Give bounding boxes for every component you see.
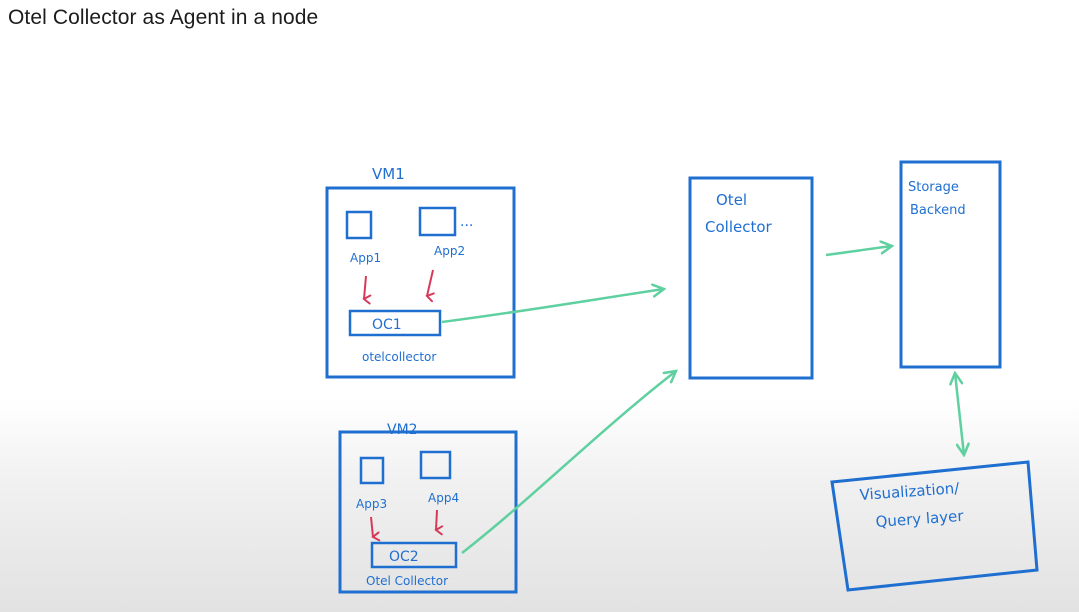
storage-to-visualization-arrow (955, 373, 964, 455)
app3-label: App3 (356, 497, 387, 511)
oc2-box (370, 541, 458, 569)
oc2-to-collector-arrow (461, 371, 676, 554)
visualization-label-line1: Visualization/ (859, 479, 961, 504)
oc1-to-collector-arrow (441, 289, 664, 324)
vm2-label: VM2 (387, 422, 418, 438)
app4-label: App4 (428, 491, 459, 505)
central-collector-label-line2: Collector (705, 218, 773, 236)
storage-backend-box (899, 160, 1002, 369)
central-collector-node: Otel Collector (688, 176, 814, 380)
vm2-box (338, 430, 518, 594)
visualization-node: Visualization/ Query layer (830, 460, 1039, 592)
visualization-box (830, 460, 1039, 592)
app3-to-oc2-arrow (370, 516, 381, 542)
app1-label: App1 (350, 251, 381, 265)
app2-label: App2 (434, 244, 465, 258)
page-title: Otel Collector as Agent in a node (8, 6, 319, 29)
vm2-node: VM2 App3 App4 OC2 Otel Collector (338, 422, 518, 594)
storage-label-line1: Storage (908, 180, 959, 195)
vm1-box (325, 186, 516, 379)
app3-icon (359, 456, 385, 485)
vm1-label: VM1 (372, 165, 405, 183)
vm2-collector-caption: Otel Collector (366, 574, 448, 588)
app4-icon (419, 450, 452, 480)
vm1-ellipsis: ... (460, 214, 473, 230)
vm1-node: VM1 App1 ... App2 OC1 otelcollector (325, 165, 516, 379)
central-collector-box (688, 176, 814, 380)
collector-to-storage-arrow (825, 246, 892, 257)
visualization-label-line2: Query layer (875, 507, 965, 531)
oc1-label: OC1 (372, 317, 402, 333)
oc1-box (348, 309, 442, 337)
storage-backend-node: Storage Backend (899, 160, 1002, 369)
storage-label-line2: Backend (910, 203, 966, 218)
app2-icon (418, 206, 457, 237)
vm1-collector-caption: otelcollector (362, 350, 436, 364)
app1-to-oc1-arrow (362, 275, 372, 305)
oc2-label: OC2 (389, 549, 419, 565)
app2-to-oc1-arrow (425, 269, 435, 303)
central-collector-label-line1: Otel (716, 191, 747, 209)
app1-icon (345, 210, 373, 240)
app4-to-oc2-arrow (434, 509, 444, 536)
